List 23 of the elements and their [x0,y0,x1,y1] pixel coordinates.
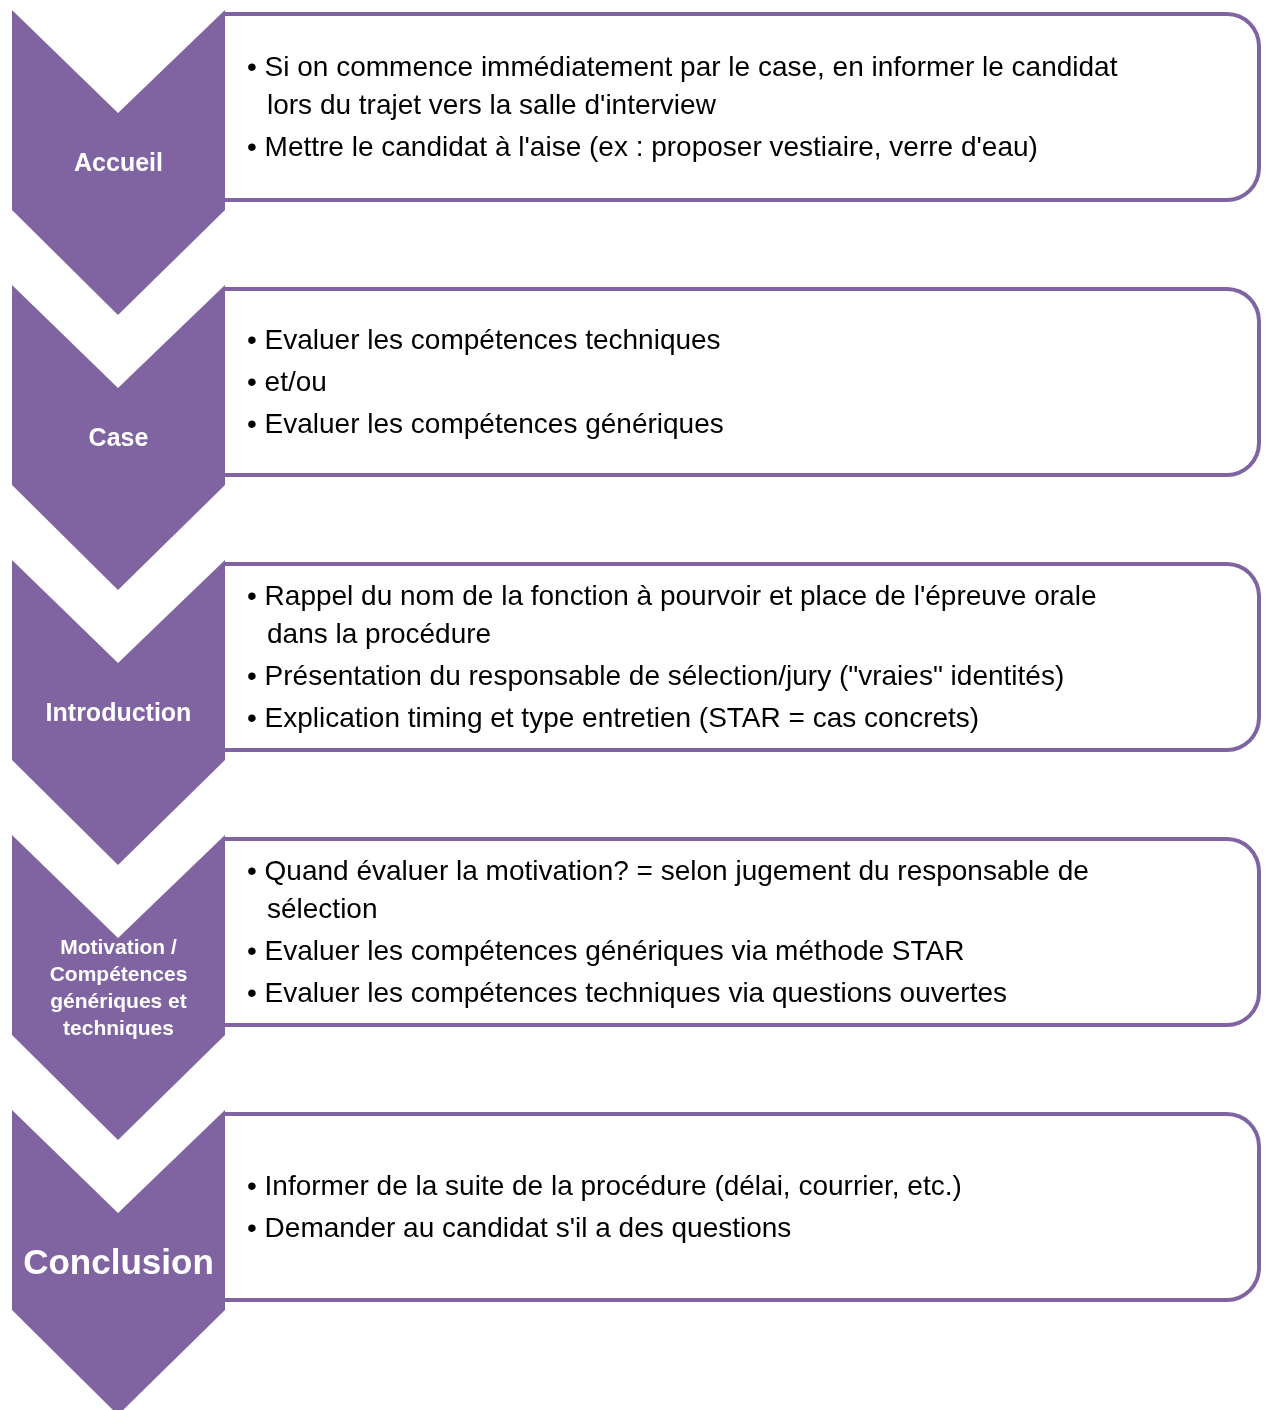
bullet-text: • Evaluer les compétences génériques [247,407,724,441]
content-card [225,12,1261,202]
step-label: Introduction [44,696,193,728]
bullet-text: • Quand évaluer la motivation? = selon jugement du responsable de sélection [247,854,1090,926]
step-label: Conclusion [22,1241,215,1283]
content-card [225,287,1261,477]
step-label: Case [87,421,150,453]
bullet-text: • et/ou [247,365,328,399]
content-card [225,837,1261,1027]
bullet-text: • Informer de la suite de la procédure (délai, courrier, etc.) [247,1169,962,1203]
content-card [225,562,1261,752]
content-card [225,1112,1261,1302]
bullet-text: • Rappel du nom de la fonction à pourvoir et place de l'épreuve orale dans la procédure [247,579,1098,651]
bullet-text: • Si on commence immédiatement par le case, en informer le candidat lors du trajet vers la salle d'interview [247,50,1119,122]
step-label: Motivation / Compétences génériques et techniques [48,933,189,1042]
bullet-text: • Evaluer les compétences techniques via questions ouvertes [247,976,1008,1010]
bullet-text: • Explication timing et type entretien (STAR = cas concrets) [247,701,981,735]
bullet-text: • Mettre le candidat à l'aise (ex : proposer vestiaire, verre d'eau) [247,130,1039,164]
bullet-text: • Demander au candidat s'il a des questions [247,1211,793,1245]
bullet-text: • Présentation du responsable de sélection/jury ("vraies" identités) [247,659,1066,693]
bullet-text: • Evaluer les compétences génériques via méthode STAR [247,934,966,968]
bullet-text: • Evaluer les compétences techniques [247,323,722,357]
step-label: Accueil [73,146,164,178]
